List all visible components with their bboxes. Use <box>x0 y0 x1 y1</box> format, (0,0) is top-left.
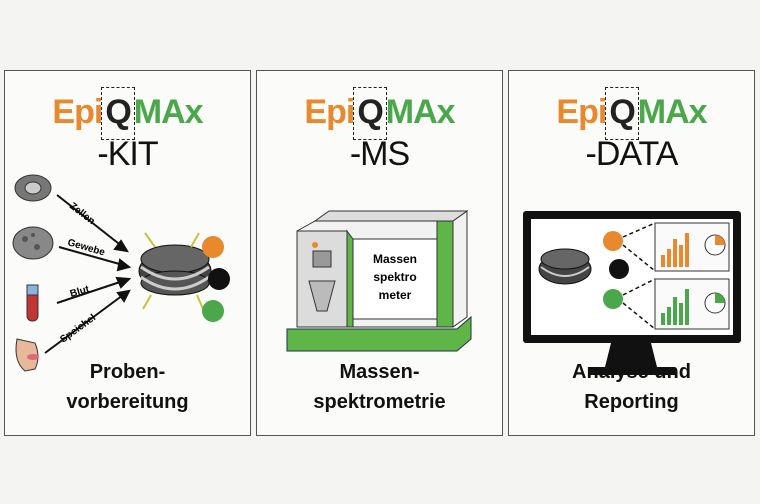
brand-max: MAx <box>133 93 204 131</box>
brand-logo: EpiQMAx <box>5 87 250 140</box>
device-label-2: spektro <box>373 270 416 284</box>
blood-tube-icon <box>26 284 39 322</box>
input-arrows <box>44 194 132 354</box>
nucleosome-icon <box>138 232 212 310</box>
caption-line-2: Reporting <box>584 391 679 413</box>
caption-line-2: spektrometrie <box>313 391 446 413</box>
caption-line-1: Proben- <box>89 361 166 383</box>
marker-orange <box>603 231 623 251</box>
data-caption: Analyse und Reporting <box>509 357 754 417</box>
data-panel: EpiQMAx -DATA <box>508 70 755 436</box>
device-label-1: Massen <box>373 252 417 266</box>
mass-spectrometer-icon <box>286 210 472 352</box>
brand-q: Q <box>353 87 388 140</box>
kit-caption: Proben- vorbereitung <box>5 357 250 417</box>
caption-line-2: vorbereitung <box>66 391 189 413</box>
brand-epi: Epi <box>556 93 607 131</box>
panel-suffix: -MS <box>349 135 410 173</box>
brand-logo: EpiQMAx <box>257 87 502 140</box>
zoom-lines <box>622 222 656 330</box>
brand-q: Q <box>101 87 136 140</box>
nucleosome-icon <box>538 248 592 285</box>
input-label-speichel: Speichel <box>58 312 98 345</box>
marker-green <box>202 300 224 322</box>
caption-line-1: Massen- <box>339 361 420 383</box>
kit-panel: EpiQMAx -KIT Zellen Gewe <box>4 70 251 436</box>
sample-prep-illustration: Zellen Gewebe Blut Speichel <box>12 174 230 372</box>
brand-epi: Epi <box>304 93 355 131</box>
cell-icon <box>14 174 52 202</box>
ms-caption: Massen- spektrometrie <box>257 357 502 417</box>
input-label-blut: Blut <box>69 284 91 300</box>
input-label-zellen: Zellen <box>67 201 97 227</box>
brand-q: Q <box>605 87 640 140</box>
brand-max: MAx <box>637 93 708 131</box>
brand-epi: Epi <box>52 93 103 131</box>
device-label-3: meter <box>379 288 412 302</box>
caption-line-1: Analyse und <box>572 361 691 383</box>
ms-panel: EpiQMAx -MS Massen spektro meter Massen-… <box>256 70 503 436</box>
tissue-icon <box>12 226 54 260</box>
data-analysis-illustration <box>523 211 741 375</box>
marker-orange <box>202 236 224 258</box>
mass-spectrometer-illustration: Massen spektro meter <box>286 210 472 352</box>
marker-green <box>603 289 623 309</box>
brand-logo: EpiQMAx <box>509 87 754 140</box>
marker-black <box>208 268 230 290</box>
panel-suffix: -KIT <box>97 135 158 173</box>
saliva-face-icon <box>15 338 39 372</box>
mini-chart-bottom <box>654 278 730 330</box>
marker-black <box>609 259 629 279</box>
brand-max: MAx <box>385 93 456 131</box>
panel-suffix: -DATA <box>585 135 679 173</box>
mini-chart-top <box>654 222 730 272</box>
